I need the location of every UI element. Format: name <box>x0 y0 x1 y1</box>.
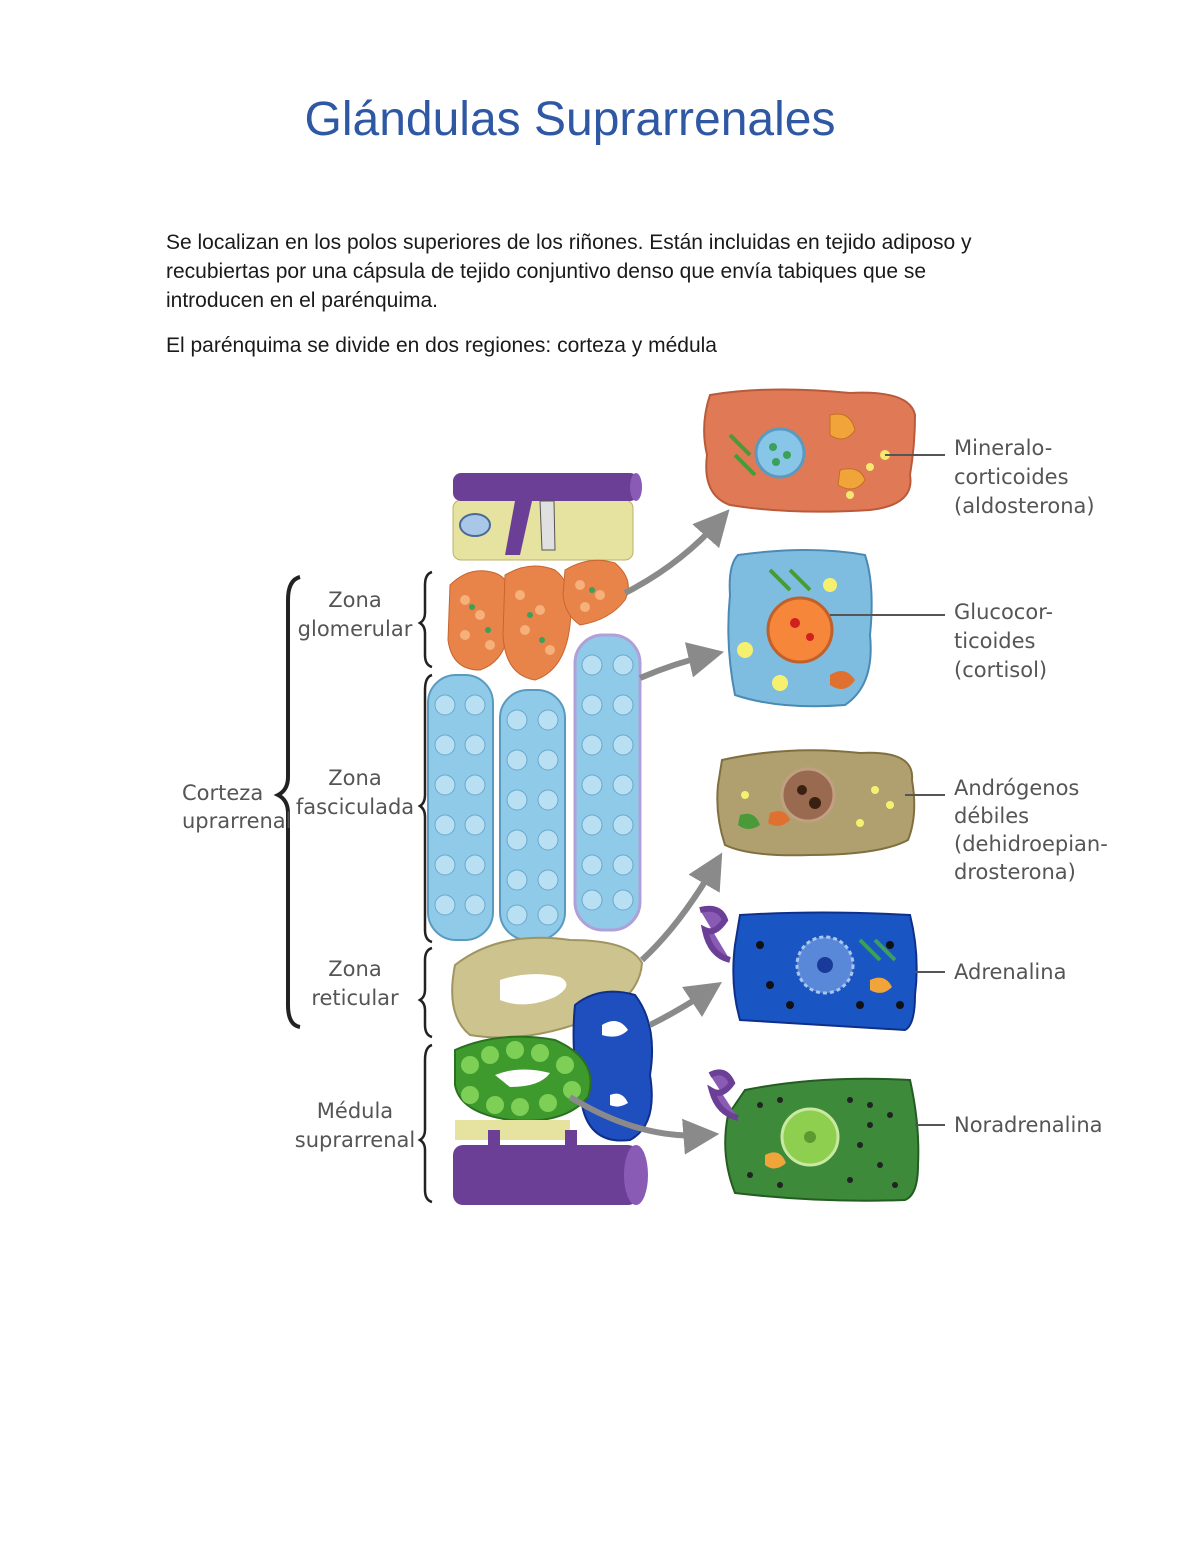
label-noradrenalina: Noradrenalina <box>954 1113 1103 1137</box>
label-corteza-1: Corteza <box>182 781 263 805</box>
tissue-column <box>427 473 654 1205</box>
label-medula-1: Médula <box>317 1099 393 1123</box>
cell-androgen <box>716 749 916 857</box>
label-glomerular-2: glomerular <box>298 617 413 641</box>
medula-cells <box>453 990 654 1205</box>
label-glomerular-1: Zona <box>328 588 381 612</box>
label-reticular-2: reticular <box>311 986 399 1010</box>
label-mineralo-2: corticoides <box>954 465 1069 489</box>
label-gluco-3: (cortisol) <box>954 658 1047 682</box>
label-adrenalina: Adrenalina <box>954 960 1066 984</box>
label-gluco-2: ticoides <box>954 629 1036 653</box>
cell-glucocorticoid <box>727 549 873 708</box>
cell-noradrenaline <box>707 1069 920 1202</box>
label-androgen-4: drosterona) <box>954 860 1076 884</box>
label-reticular-1: Zona <box>328 957 381 981</box>
page-title: Glándulas Suprarrenales <box>304 93 836 147</box>
zona-fasciculada-cells <box>427 633 642 941</box>
adrenal-gland-figure: Corteza uprarrenal Zona glomerular Zona … <box>170 385 1110 1210</box>
label-fasciculada-1: Zona <box>328 766 381 790</box>
label-androgen-2: débiles <box>954 804 1029 828</box>
label-leaders <box>830 454 945 1126</box>
label-androgen-1: Andrógenos <box>954 776 1079 800</box>
label-corteza-2: uprarrenal <box>182 809 292 833</box>
cell-mineralocorticoid <box>703 388 917 513</box>
zona-glomerular-cells <box>447 559 629 681</box>
label-mineralo-1: Mineralo- <box>954 436 1052 460</box>
brackets <box>273 570 433 1204</box>
arrows <box>568 509 730 1155</box>
label-medula-2: suprarrenal <box>295 1128 415 1152</box>
label-mineralo-3: (aldosterona) <box>954 494 1095 518</box>
intro-paragraph: Se localizan en los polos superiores de … <box>166 231 972 312</box>
cell-adrenaline <box>699 905 918 1032</box>
label-gluco-1: Glucocor- <box>954 600 1053 624</box>
label-androgen-3: (dehidroepian- <box>954 832 1108 856</box>
regions-paragraph: El parénquima se divide en dos regiones:… <box>166 334 717 357</box>
label-fasciculada-2: fasciculada <box>296 795 414 819</box>
